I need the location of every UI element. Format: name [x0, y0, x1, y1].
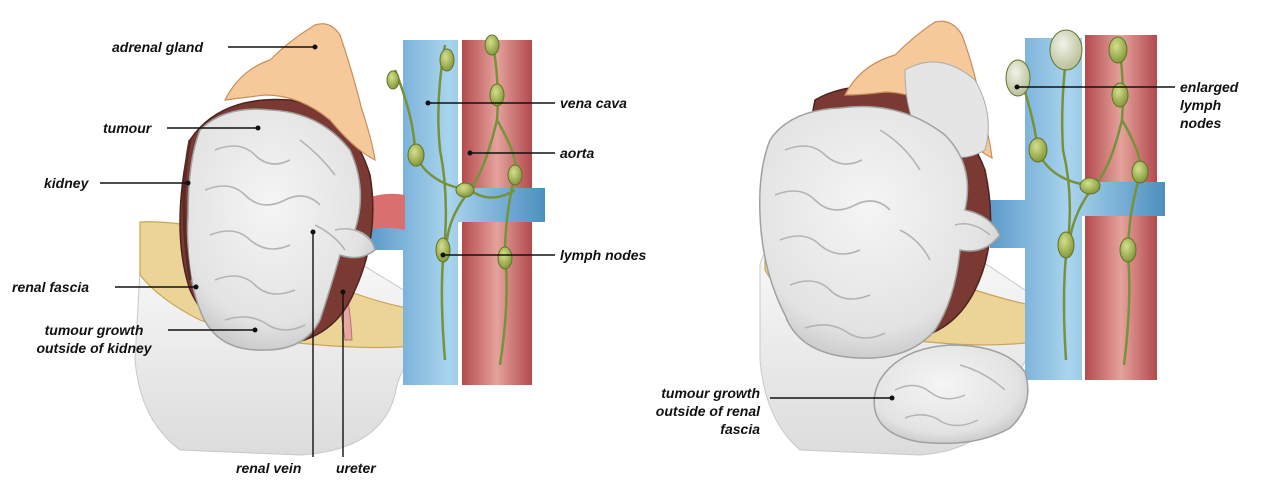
label-kidney: kidney — [44, 174, 88, 192]
label-tumour-growth-outside-fascia: tumour growth outside of renal fascia — [630, 384, 760, 438]
lymph-node — [1029, 138, 1047, 162]
leader-dot — [311, 230, 316, 235]
leader-dot — [194, 285, 199, 290]
leader-dot — [426, 101, 431, 106]
label-tumour: tumour — [103, 119, 151, 137]
leader-dot — [890, 396, 895, 401]
lymph-node — [408, 144, 424, 166]
lymph-node — [1120, 238, 1136, 262]
lymph-node — [1132, 161, 1148, 183]
lymph-node — [508, 165, 522, 185]
label-aorta: aorta — [560, 144, 594, 162]
label-renal-fascia: renal fascia — [12, 278, 89, 296]
lymph-node — [440, 49, 454, 71]
lymph-node — [1058, 232, 1074, 258]
label-lymph-nodes: lymph nodes — [560, 246, 646, 264]
lymph-node — [1080, 178, 1100, 194]
lymph-node — [456, 183, 474, 197]
leader-dot — [253, 328, 258, 333]
left-anatomy-panel — [135, 24, 545, 455]
leader-dot — [468, 151, 473, 156]
label-ureter: ureter — [336, 459, 376, 477]
lymph-node — [1109, 37, 1127, 63]
leader-dot — [341, 290, 346, 295]
label-tumour-growth-outside-kidney: tumour growth outside of kidney — [22, 321, 166, 357]
lymph-node — [387, 71, 399, 89]
leader-dot — [256, 126, 261, 131]
leader-dot — [313, 45, 318, 50]
lymph-node — [436, 238, 450, 262]
enlarged-lymph-node — [1050, 30, 1082, 70]
enlarged-lymph-node — [1006, 60, 1030, 96]
label-enlarged-lymph-nodes: enlarged lymph nodes — [1180, 78, 1260, 132]
leader-dot — [441, 253, 446, 258]
label-adrenal-gland: adrenal gland — [112, 38, 203, 56]
label-renal-vein: renal vein — [236, 459, 301, 477]
label-vena-cava: vena cava — [560, 94, 627, 112]
lymph-node — [485, 35, 499, 55]
leader-dot — [186, 181, 191, 186]
lymph-node — [498, 247, 512, 269]
leader-dot — [1015, 85, 1020, 90]
